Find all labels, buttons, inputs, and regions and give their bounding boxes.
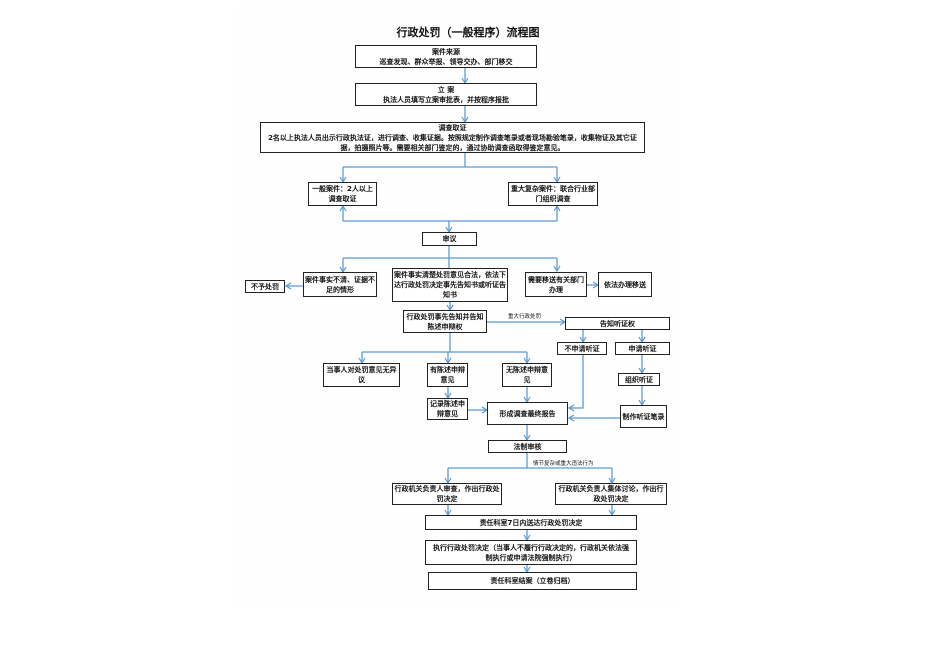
no-penalty-box: 不予处罚 [245, 280, 285, 293]
transfer-done-box: 依法办理移送 [598, 272, 652, 297]
page-title: 行政处罚（一般程序）流程图 [396, 26, 540, 39]
head-decision-box: 行政机关负责人审查，作出行政处罚决定 [392, 483, 502, 505]
organize-hearing-box: 组织听证 [618, 373, 660, 386]
box-heading: 立 案 [437, 85, 455, 94]
notify-box: 行政处罚事先告知并告知陈述申辩权 [403, 310, 487, 333]
no-hearing-box: 不申请听证 [557, 342, 607, 355]
clear-case-box: 案件事实清楚处罚意见合法，依法下达行政处罚决定事先告知书或听证告知书 [392, 268, 508, 302]
filing-box: 立 案执法人员填写立案审批表，并按程序报批 [355, 83, 537, 106]
box-text: 2名以上执法人员出示行政执法证，进行调查、收集证据。按照规定制作调查笔录或者现场… [268, 133, 637, 152]
general-case-box: 一般案件：2人以上调查取证 [308, 182, 377, 206]
major-penalty-label: 重大行政处罚 [508, 314, 542, 320]
legal-review-box: 法制审核 [488, 440, 567, 453]
hearing-record-box: 制作听证笔录 [620, 405, 667, 428]
box-heading: 案件来源 [432, 47, 460, 56]
apply-hearing-box: 申请听证 [615, 342, 670, 355]
transfer-box: 需要移送有关部门办理 [525, 272, 587, 297]
complex-label: 情节复杂或重大违法行为 [533, 461, 594, 467]
close-box: 责任科室结案（立卷归档） [428, 572, 637, 590]
unclear-case-box: 案件事实不清、证据不足的情形 [303, 272, 377, 297]
deliver-box: 责任科室7日内送达行政处罚决定 [425, 515, 637, 530]
execute-box: 执行行政处罚决定（当事人不履行行政决定的，行政机关依法强制执行或申请法院强制执行… [425, 540, 637, 565]
major-case-box: 重大复杂案件：联合行业部门组织调查 [508, 182, 598, 206]
record-statement-box: 记录陈述申辩意见 [427, 398, 468, 420]
hearing-right-box: 告知听证权 [565, 317, 670, 330]
case-source-box: 案件来源巡查发现、群众举报、领导交办、部门移交 [355, 45, 537, 68]
review-box: 审议 [422, 232, 477, 246]
box-text: 执法人员填写立案审批表，并按程序报批 [383, 95, 509, 104]
no-objection-box: 当事人对处罚意见无异议 [323, 363, 400, 387]
collective-decision-box: 行政机关负责人集体讨论，作出行政处罚决定 [555, 483, 667, 505]
box-heading: 调查取证 [438, 123, 467, 132]
has-statement-box: 有陈述申辩意见 [427, 363, 468, 387]
final-report-box: 形成调查最终报告 [487, 402, 568, 425]
no-statement-box: 无陈述申辩意见 [502, 363, 552, 387]
box-text: 巡查发现、群众举报、领导交办、部门移交 [379, 57, 513, 66]
